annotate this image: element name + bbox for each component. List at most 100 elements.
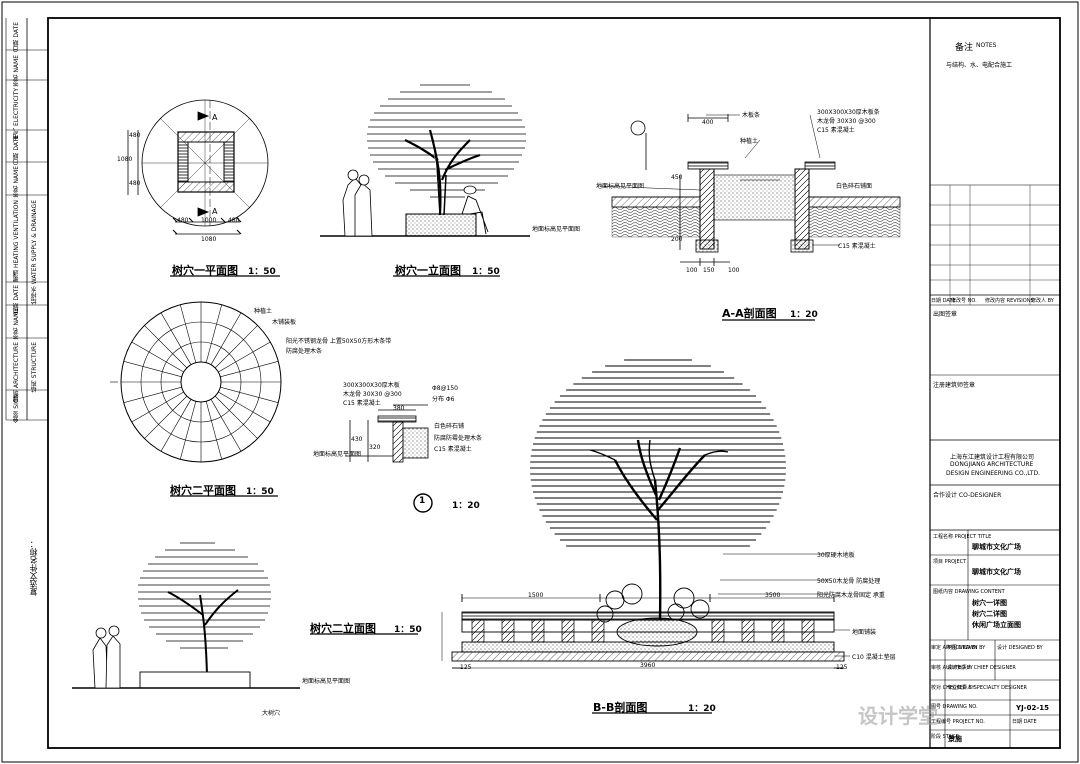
dim: 3500 xyxy=(765,592,781,599)
tree-pit-2-elevation xyxy=(72,542,300,689)
dim: 100 xyxy=(686,267,698,274)
radial-spoke xyxy=(218,391,271,423)
strip-label: 电气 ELECTRICITY xyxy=(13,88,20,140)
tree-pit-1-plan xyxy=(127,99,269,235)
radial-spoke xyxy=(210,399,242,452)
strip-label: 暖通 HEATING VENTILATION xyxy=(13,200,20,282)
chief-label: 设计负责人 CHIEF DESIGNER xyxy=(947,665,1016,671)
note: 种植土 xyxy=(254,308,273,315)
company-en-2: DESIGN ENGINEERING CO.,LTD. xyxy=(946,470,1040,477)
drawing-no-label: 图号 DRAWING NO. xyxy=(931,704,978,710)
scale-section-aa: 1：20 xyxy=(790,310,818,320)
dim: 430 xyxy=(351,436,363,443)
note: C15 素混凝土 xyxy=(817,127,855,134)
note: 白色碎石铺 xyxy=(434,423,465,430)
stamp-label: 出图签章 xyxy=(933,311,958,318)
tree-canopy-hatch-1 xyxy=(367,84,526,198)
note: 木龙骨 30X30 @300 xyxy=(343,391,402,398)
dim: 320 xyxy=(369,444,381,451)
strip-label: 签名 NAME xyxy=(13,308,20,340)
dim: 1000 xyxy=(201,217,217,224)
title-elev-1: 树穴一立面图 xyxy=(395,264,461,277)
radial-spoke xyxy=(144,395,188,439)
stage-label: 阶段 STAGE xyxy=(931,734,959,740)
strip-label: 会签 SIGN xyxy=(13,394,20,423)
detail-1-number: 1 xyxy=(419,496,426,506)
radial-spoke xyxy=(160,399,192,452)
note: 300X300X30厚木板 xyxy=(343,382,400,389)
radial-spoke xyxy=(205,401,222,460)
note: 木板条 xyxy=(742,112,761,119)
radial-spoke xyxy=(180,401,197,460)
dim: 450 xyxy=(671,174,683,181)
strip-label: 结构 STRUCTURE xyxy=(31,342,38,393)
note: 木铺装板 xyxy=(272,319,297,326)
radial-spoke xyxy=(131,391,184,423)
note: 地面铺装 xyxy=(852,629,877,636)
content-1: 树穴一详图 xyxy=(972,599,1007,607)
dim: 1080 xyxy=(117,156,133,163)
title-elev-2: 树穴二立面图 xyxy=(310,622,376,635)
company-en-1: DONGJIANG ARCHITECTURE xyxy=(950,461,1034,468)
title-section-aa: A-A剖面图 xyxy=(722,307,777,320)
rev-header: 日期 DATE xyxy=(931,298,956,304)
radial-spoke xyxy=(160,312,192,365)
specialty-label: 专业负责人 SPECIALTY DESIGNER xyxy=(947,685,1028,691)
section-mark-a: A xyxy=(212,113,218,122)
rev-header: 修改内容 REVISIONS xyxy=(985,298,1034,304)
radial-spoke xyxy=(144,325,188,369)
drawing-no: YJ-02-15 xyxy=(1016,704,1049,712)
radial-spoke xyxy=(220,361,279,378)
radial-spoke xyxy=(131,341,184,373)
note: 大树穴 xyxy=(262,710,281,717)
detail-1 xyxy=(345,404,433,513)
checked-label: 校对 CHECKED BY xyxy=(931,685,975,691)
date-label: 日期 DATE xyxy=(1012,719,1037,725)
strip-label: 日期 DATE xyxy=(13,22,20,52)
tree-pit-2-plan xyxy=(110,301,282,463)
content-3: 休闲广场立面图 xyxy=(972,621,1021,629)
radial-spoke xyxy=(214,395,258,439)
project-label: 项目 PROJECT xyxy=(933,559,967,565)
strip-label: 日期 DATE xyxy=(13,135,20,165)
content-label: 图纸内容 DRAWING CONTENT xyxy=(933,589,1005,595)
drawn-label: 制图 DRAWN BY xyxy=(947,645,986,651)
title-plan-2: 树穴二平面图 xyxy=(170,484,236,497)
company-cn: 上海东江建筑设计工程有限公司 xyxy=(950,454,1035,461)
note: 地面标高见平面图 xyxy=(313,451,362,458)
codesigner-label: 合作设计 CO-DESIGNER xyxy=(933,492,1002,499)
scale-detail-1: 1：20 xyxy=(452,501,480,511)
watermark: 设计学堂 xyxy=(858,704,938,728)
dim: 3960 xyxy=(640,662,656,669)
radial-spoke xyxy=(123,386,182,403)
project-no-label: 工程编号 PROJECT NO. xyxy=(931,719,985,725)
note: C15 素混凝土 xyxy=(838,243,876,250)
stamp-label: 注册建筑师签章 xyxy=(933,382,976,389)
scale-elev-1: 1：50 xyxy=(472,267,500,277)
dim: 125 xyxy=(460,664,472,671)
note: 分布 Φ6 xyxy=(432,396,455,403)
radial-spoke xyxy=(180,304,197,363)
note: 地面标高见平面图 xyxy=(596,183,645,190)
scale-plan-1: 1：50 xyxy=(248,267,276,277)
dim: 480 xyxy=(228,217,240,224)
audited-label: 审核 AUDITED BY xyxy=(931,665,973,671)
note: 白色碎石铺面 xyxy=(836,183,873,190)
dim: 100 xyxy=(728,267,740,274)
title-section-bb: B-B剖面图 xyxy=(593,701,648,714)
note: 种植土 xyxy=(740,138,759,145)
scale-section-bb: 1：20 xyxy=(688,704,716,714)
radial-spoke xyxy=(218,341,271,373)
scale-elev-2: 1：50 xyxy=(394,625,422,635)
notes-title-en: NOTES xyxy=(976,42,997,49)
note: C15 素混凝土 xyxy=(434,446,472,453)
note: Φ8@150 xyxy=(432,385,458,392)
dim: 125 xyxy=(836,664,848,671)
note: 50X50木龙骨 防腐处理 xyxy=(817,578,881,585)
rev-header: 修改号 NO. xyxy=(951,298,977,304)
tree-pit-1-elevation xyxy=(320,84,530,237)
note: 300X300X30厚木板条 xyxy=(817,109,880,116)
radial-spoke xyxy=(205,304,222,363)
dim: 150 xyxy=(703,267,715,274)
